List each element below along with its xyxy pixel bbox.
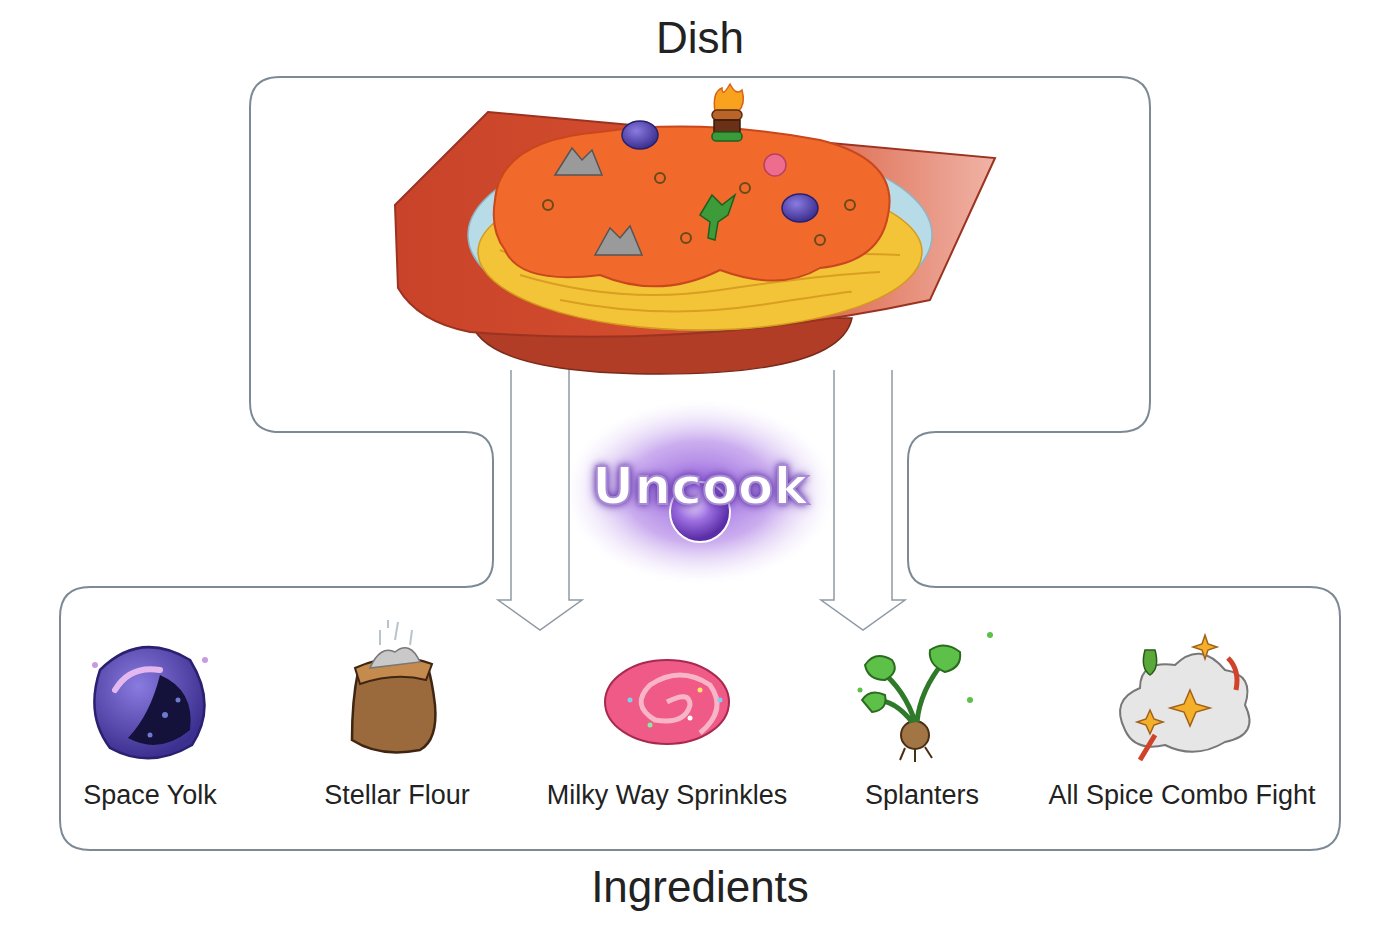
ingredient-item: Milky Way Sprinkles xyxy=(543,778,792,813)
toppings-part xyxy=(700,195,735,240)
panel-heading: Ingredients xyxy=(591,862,809,912)
space-yolk-icon xyxy=(92,647,208,758)
toppings-part xyxy=(782,194,818,222)
ingredient-name: All Spice Combo Fight xyxy=(1044,778,1319,813)
splanters-icon xyxy=(858,632,994,762)
ingredient-item: Space Yolk xyxy=(79,778,221,813)
toppings-part xyxy=(622,121,658,149)
toppings-part xyxy=(555,148,602,175)
all-spice-icon-part xyxy=(1228,658,1237,690)
toppings-part xyxy=(712,132,742,141)
bracket-outline xyxy=(60,77,1340,850)
ingredient-name: Stellar Flour xyxy=(320,778,474,813)
milky-way-sprinkles-icon-part xyxy=(718,698,723,703)
ingredient-item: Splanters xyxy=(861,778,983,813)
milky-way-sprinkles-icon-part xyxy=(641,675,717,733)
sauce-part xyxy=(740,183,750,193)
space-yolk-icon-part xyxy=(162,712,168,718)
ingredient-item: Stellar Flour xyxy=(320,778,474,813)
all-spice-icon-part xyxy=(1137,710,1163,734)
all-spice-icon-part xyxy=(1170,690,1210,726)
space-yolk-icon-part xyxy=(92,662,98,668)
splanters-icon-part xyxy=(858,688,863,693)
toppings xyxy=(555,84,818,255)
space-yolk-icon-part xyxy=(115,669,160,690)
splanters-icon-part xyxy=(901,721,929,749)
space-yolk-icon-part xyxy=(176,698,181,703)
sauce-part xyxy=(845,200,855,210)
bracket-outline-part xyxy=(60,77,1340,850)
toppings-part xyxy=(712,110,742,120)
milky-way-sprinkles-icon-part xyxy=(648,723,653,728)
sauce-part xyxy=(494,127,890,287)
space-yolk-icon-part xyxy=(128,675,191,745)
sauce-part xyxy=(815,235,825,245)
ingredient-name: Space Yolk xyxy=(79,778,221,813)
all-spice-icon xyxy=(1120,635,1250,760)
all-spice-icon-part xyxy=(1143,650,1156,675)
stellar-flour-icon xyxy=(352,620,435,752)
space-yolk-icon-part xyxy=(94,647,204,758)
sauce-part xyxy=(655,173,665,183)
ingredient-name: Milky Way Sprinkles xyxy=(543,778,792,813)
sauce xyxy=(494,127,890,287)
ingredient-item: All Spice Combo Fight xyxy=(1044,778,1319,813)
all-spice-icon-part xyxy=(1140,735,1155,760)
ingredient-name: Splanters xyxy=(861,778,983,813)
panel-heading: Dish xyxy=(656,13,744,63)
milky-way-sprinkles-icon-part xyxy=(698,688,703,693)
toppings-part xyxy=(595,226,642,255)
uncook-glow-part xyxy=(565,400,835,584)
milky-way-sprinkles-icon-part xyxy=(688,716,693,721)
stellar-flour-icon-part xyxy=(380,620,412,645)
milky-way-sprinkles-icon xyxy=(605,660,729,744)
brand-logo: Uncook xyxy=(592,456,808,516)
toppings-part xyxy=(764,154,786,176)
all-spice-icon-part xyxy=(1120,654,1250,752)
plate-part xyxy=(395,112,995,337)
sauce-part xyxy=(543,200,553,210)
all-spice-icon-part xyxy=(1193,635,1217,659)
dish-panel: Dish xyxy=(250,77,1150,432)
space-yolk-icon-part xyxy=(148,733,153,738)
splanters-icon-part xyxy=(900,747,932,762)
toppings-part xyxy=(714,84,743,112)
toppings-part xyxy=(714,120,740,132)
ingredients-panel: IngredientsSpace YolkStellar FlourMilky … xyxy=(60,587,1340,850)
splanters-icon-part xyxy=(862,645,960,712)
milky-way-sprinkles-icon-part xyxy=(628,698,633,703)
space-yolk-icon-part xyxy=(202,657,208,663)
stellar-flour-icon-part xyxy=(370,648,420,668)
splanters-icon-part xyxy=(967,697,973,703)
splanters-icon-part xyxy=(987,632,993,638)
plate xyxy=(395,112,995,374)
milky-way-sprinkles-icon-part xyxy=(605,660,729,744)
sauce-part xyxy=(681,233,691,243)
uncook-glow xyxy=(565,400,835,584)
